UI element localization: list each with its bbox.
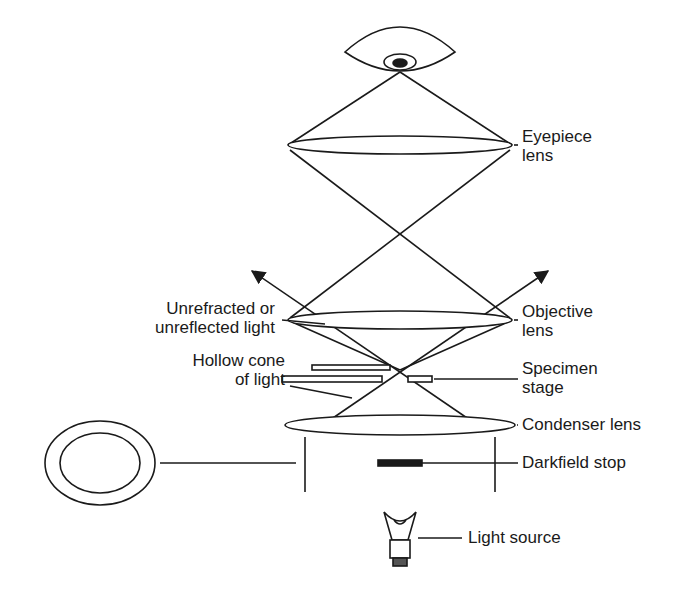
bulb-glass [384, 512, 416, 540]
bulb-contact [393, 558, 407, 566]
condenser-lens [285, 415, 515, 435]
eyepiece-lens [288, 136, 512, 154]
leader-line [282, 320, 325, 324]
eye-pupil [393, 59, 407, 67]
part-label: Objective lens [522, 303, 612, 340]
eye-iris [384, 54, 416, 70]
stop-ring-outer [45, 421, 155, 505]
part-label: Unrefracted or unreflected light [125, 300, 275, 337]
part-label: Condenser lens [522, 416, 641, 435]
leader-line [514, 319, 518, 321]
bulb-base [390, 540, 410, 558]
part-label: Darkfield stop [522, 454, 626, 473]
leader-line [160, 462, 296, 464]
stage-plate [282, 376, 382, 382]
leader-line [418, 537, 462, 539]
unrefracted-ray [330, 271, 548, 420]
unrefracted-ray [252, 271, 470, 420]
light-ray [288, 72, 400, 145]
part-label: Eyepiece lens [522, 128, 612, 165]
leader-line [290, 386, 352, 398]
part-label: Hollow cone of light [185, 352, 285, 389]
stop-ring-inner [60, 433, 140, 493]
part-label: Light source [468, 529, 561, 548]
light-ray [290, 150, 510, 318]
darkfield-stop [378, 460, 422, 466]
leader-line [422, 462, 518, 464]
objective-lens [288, 311, 512, 329]
light-ray [400, 72, 512, 145]
condenser-housing [494, 437, 496, 492]
leader-line [517, 424, 518, 426]
bulb-filament [394, 520, 406, 524]
condenser-housing [304, 437, 306, 492]
light-ray [290, 150, 510, 318]
leader-line [514, 144, 518, 146]
eye-outline [345, 27, 455, 71]
part-label: Specimen stage [522, 360, 612, 397]
leader-line [434, 378, 518, 380]
stage-plate [408, 376, 432, 382]
specimen-slide [312, 365, 390, 370]
